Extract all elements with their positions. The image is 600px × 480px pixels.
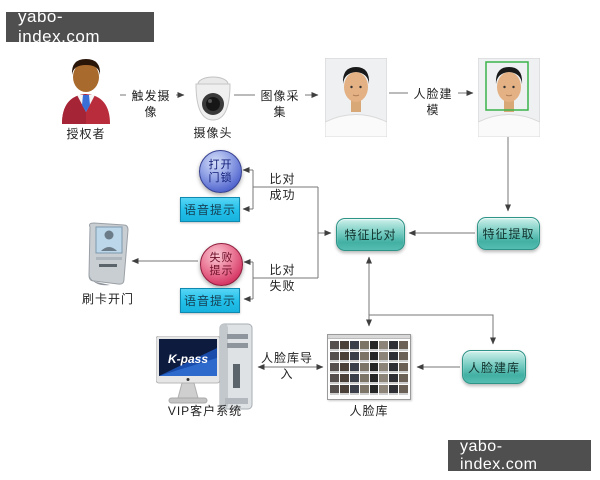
face-thumbnail (369, 352, 379, 362)
face-thumbnail (339, 341, 349, 351)
edge-label-library-import: 人脸库导入 (261, 351, 314, 381)
face-thumbnail (399, 385, 408, 395)
face-thumbnail (349, 341, 359, 351)
face-thumbnail (339, 363, 349, 373)
authorizer-person-icon (62, 59, 110, 124)
feature-extract-box: 特征提取 (477, 217, 540, 250)
vip-system-tower-icon (219, 323, 253, 410)
face-library-label: 人脸库 (349, 404, 389, 418)
face-thumbnail (379, 363, 389, 373)
authorizer-label: 授权者 (66, 127, 106, 141)
face-thumbnail (369, 341, 379, 351)
face-library-titlebar (328, 335, 410, 339)
face-thumbnail (399, 341, 408, 351)
face-thumbnail (330, 363, 339, 373)
edge-label-face-modeling: 人脸建模 (408, 86, 458, 118)
face-thumbnail (379, 352, 389, 362)
face-thumbnail (339, 374, 349, 384)
camera-label: 摄像头 (193, 126, 233, 140)
kpass-logo-text: K-pass (168, 352, 208, 366)
face-thumbnail (330, 341, 339, 351)
watermark-bottom-right: yabo-index.com (448, 438, 591, 473)
face-thumbnail (399, 374, 408, 384)
face-thumbnail (339, 385, 349, 395)
face-thumbnail (389, 341, 399, 351)
feature-compare-box: 特征比对 (336, 218, 405, 251)
dome-camera-icon (195, 76, 231, 121)
face-thumbnail (379, 374, 389, 384)
face-thumbnail (379, 385, 389, 395)
face-thumbnail (359, 374, 369, 384)
face-thumbnail (369, 363, 379, 373)
vip-system-label: VIP客户系统 (167, 404, 243, 418)
face-library-thumbnails (328, 339, 410, 395)
face-thumbnail (330, 385, 339, 395)
face-thumbnail (330, 374, 339, 384)
card-reader-label: 刷卡开门 (81, 292, 134, 306)
face-thumbnail (349, 363, 359, 373)
face-thumbnail (359, 363, 369, 373)
build-library-box: 人脸建库 (462, 350, 526, 384)
face-detect-frame (485, 61, 529, 111)
face-thumbnail (349, 352, 359, 362)
face-library-grid (327, 334, 411, 400)
captured-face-photo (325, 58, 387, 137)
face-thumbnail (389, 352, 399, 362)
face-thumbnail (349, 385, 359, 395)
edge-label-compare-fail: 比对失败 (269, 263, 296, 293)
face-thumbnail (389, 363, 399, 373)
voice-prompt-fail-box: 语音提示 (180, 288, 240, 313)
modeled-face-photo (478, 58, 540, 137)
face-thumbnail (399, 363, 408, 373)
open-lock-sphere: 打开门锁 (199, 150, 242, 193)
face-thumbnail (359, 352, 369, 362)
edge-label-image-capture: 图像采集 (255, 88, 305, 120)
face-thumbnail (389, 374, 399, 384)
face-thumbnail (349, 374, 359, 384)
face-thumbnail (369, 374, 379, 384)
watermark-top-left: yabo-index.com (6, 7, 154, 46)
voice-prompt-success-box: 语音提示 (180, 197, 240, 222)
face-thumbnail (369, 385, 379, 395)
vip-system-monitor-icon: K-pass (156, 336, 221, 404)
face-thumbnail (359, 385, 369, 395)
fail-prompt-sphere: 失败提示 (200, 243, 243, 286)
face-thumbnail (389, 385, 399, 395)
face-thumbnail (399, 352, 408, 362)
face-thumbnail (359, 341, 369, 351)
face-thumbnail (339, 352, 349, 362)
edge-label-trigger-camera: 触发摄像 (126, 88, 176, 120)
face-thumbnail (379, 341, 389, 351)
card-reader-icon (88, 222, 129, 286)
face-thumbnail (330, 352, 339, 362)
edge-label-compare-success: 比对成功 (269, 172, 296, 202)
